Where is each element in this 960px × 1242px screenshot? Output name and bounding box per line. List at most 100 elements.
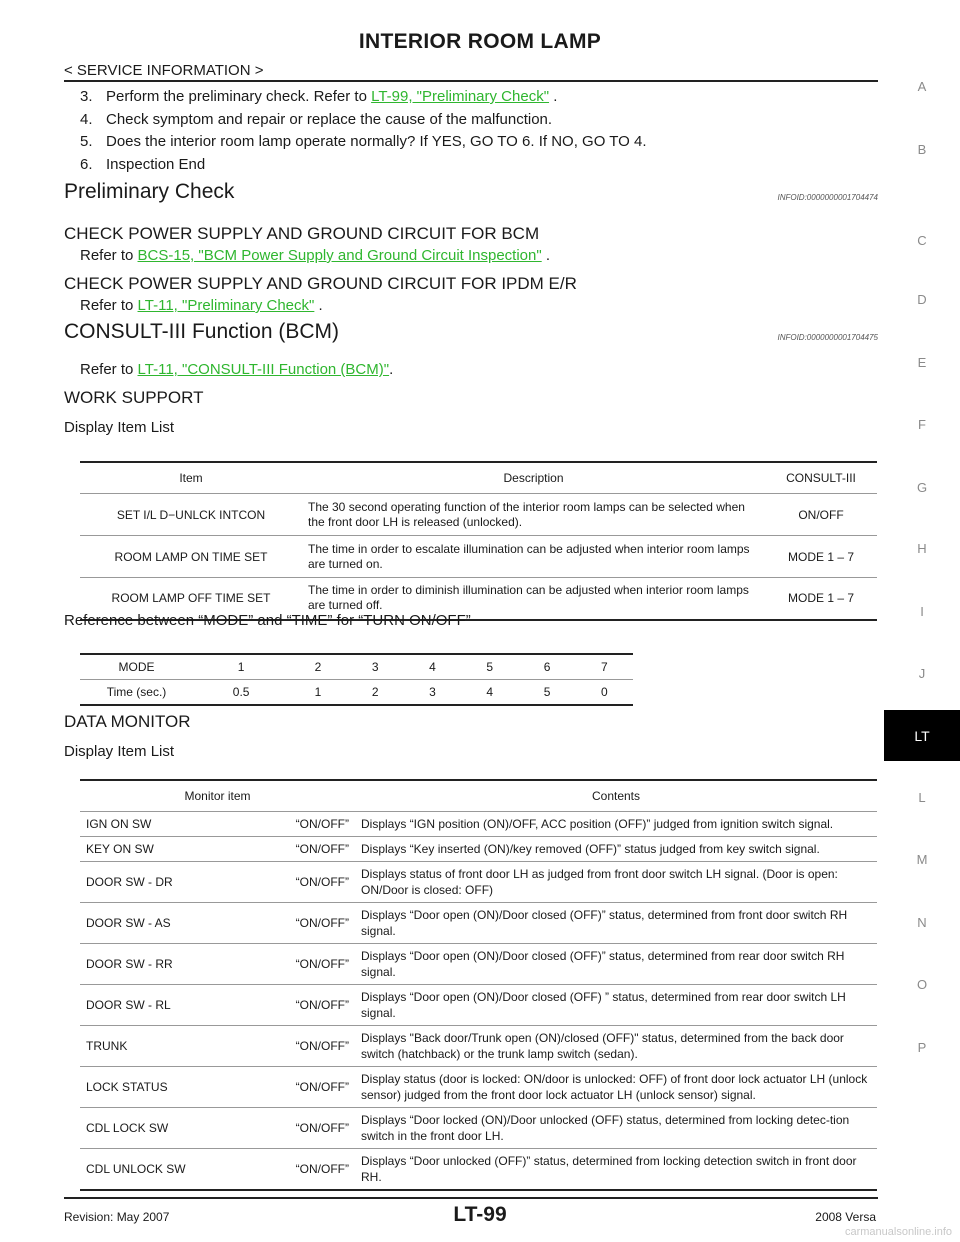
description-cell: The time in order to escalate illuminati… (302, 535, 765, 578)
work-support-list-caption: Display Item List (64, 419, 175, 436)
monitor-item-cell: DOOR SW - AS“ON/OFF” (80, 902, 355, 944)
table-row: SET I/L D−UNLCK INTCON The 30 second ope… (80, 493, 877, 536)
sidebar-index-o[interactable]: O (916, 977, 928, 992)
consult-refer: Refer to LT-11, "CONSULT-III Function (B… (80, 361, 394, 378)
sidebar-index-m[interactable]: M (916, 852, 928, 867)
description-cell: The time in order to diminish illuminati… (302, 577, 765, 620)
consult-cell: MODE 1 – 7 (765, 535, 877, 578)
footer-model: 2008 Versa (815, 1210, 876, 1224)
contents-cell: Displays “Key inserted (ON)/key removed … (355, 836, 877, 862)
footer-rule (64, 1197, 878, 1199)
page-title: INTERIOR ROOM LAMP (358, 30, 602, 53)
time-cell: 2 (346, 679, 404, 705)
step-3: 3.Perform the preliminary check. Refer t… (80, 88, 558, 105)
footer-revision: Revision: May 2007 (64, 1210, 170, 1224)
sidebar-index-a[interactable]: A (917, 79, 927, 94)
link-bcs15[interactable]: BCS-15, "BCM Power Supply and Ground Cir… (137, 247, 542, 264)
time-row: Time (sec.) 0.5 1 2 3 4 5 0 (80, 679, 633, 705)
ipdm-check-heading: CHECK POWER SUPPLY AND GROUND CIRCUIT FO… (64, 274, 577, 293)
sidebar-index-g[interactable]: G (916, 480, 928, 495)
monitor-item-cell: LOCK STATUS“ON/OFF” (80, 1066, 355, 1108)
bcm-check-heading: CHECK POWER SUPPLY AND GROUND CIRCUIT FO… (64, 224, 540, 243)
mode-cell: 5 (486, 660, 494, 674)
table-header-row: Item Description CONSULT-III (80, 462, 877, 494)
sidebar-index-j[interactable]: J (918, 666, 926, 681)
table-row: DOOR SW - RL“ON/OFF” Displays “Door open… (80, 984, 877, 1026)
mode-time-table: MODE 1 2 3 4 5 6 7 Time (sec.) 0.5 1 2 3… (80, 653, 633, 706)
table-row: CDL LOCK SW“ON/OFF” Displays “Door locke… (80, 1107, 877, 1149)
table-row: TRUNK“ON/OFF” Displays "Back door/Trunk … (80, 1025, 877, 1067)
footer-page-number: LT-99 (453, 1203, 507, 1226)
monitor-item-cell: KEY ON SW“ON/OFF” (80, 836, 355, 862)
description-cell: The 30 second operating function of the … (302, 493, 765, 536)
contents-cell: Displays status of front door LH as judg… (355, 861, 877, 903)
column-header-monitor-item: Monitor item (184, 789, 251, 803)
time-cell: 0.5 (193, 679, 290, 705)
time-cell: 3 (403, 679, 462, 705)
sidebar-index-i[interactable]: I (920, 604, 924, 619)
contents-cell: Displays "Back door/Trunk open (ON)/clos… (355, 1025, 877, 1067)
data-monitor-table: Monitor item Contents IGN ON SW“ON/OFF” … (80, 779, 877, 1191)
mode-cell: 1 (237, 660, 245, 674)
column-header-item: Item (179, 471, 203, 485)
sidebar-index-c[interactable]: C (917, 233, 927, 248)
sidebar-index-lt-active[interactable]: LT (884, 710, 960, 761)
mode-cell: 3 (371, 660, 379, 674)
time-cell: 4 (461, 679, 519, 705)
monitor-item-cell: DOOR SW - RL“ON/OFF” (80, 984, 355, 1026)
mode-cell: 7 (601, 660, 608, 674)
work-support-table: Item Description CONSULT-III SET I/L D−U… (80, 461, 877, 621)
link-lt99-preliminary-check[interactable]: LT-99, "Preliminary Check" (371, 88, 550, 105)
contents-cell: Displays “Door locked (ON)/Door unlocked… (355, 1107, 877, 1149)
sidebar-index-p[interactable]: P (917, 1040, 927, 1055)
mode-cell: 6 (543, 660, 551, 674)
table-row: ROOM LAMP ON TIME SET The time in order … (80, 535, 877, 578)
step-6: 6.Inspection End (80, 156, 206, 173)
time-cell: 5 (518, 679, 576, 705)
monitor-item-cell: DOOR SW - RR“ON/OFF” (80, 943, 355, 985)
monitor-item-cell: DOOR SW - DR“ON/OFF” (80, 861, 355, 903)
mode-cell: 2 (314, 660, 322, 674)
monitor-item-cell: IGN ON SW“ON/OFF” (80, 811, 355, 837)
mode-cell: 4 (429, 660, 436, 674)
sidebar-index-e[interactable]: E (917, 355, 927, 370)
consult-cell: MODE 1 – 7 (765, 577, 877, 620)
column-header-description: Description (503, 471, 564, 485)
sidebar-index-l[interactable]: L (918, 790, 926, 805)
table-row: CDL UNLOCK SW“ON/OFF” Displays “Door unl… (80, 1148, 877, 1190)
consult-infoid: INFOID:0000000001704475 (777, 333, 878, 342)
sidebar-index-n[interactable]: N (917, 915, 927, 930)
consult-heading: CONSULT-III Function (BCM) (64, 320, 339, 343)
ipdm-refer: Refer to LT-11, "Preliminary Check" . (80, 297, 323, 314)
table-row: LOCK STATUS“ON/OFF” Display status (door… (80, 1066, 877, 1108)
link-lt11-consult-function[interactable]: LT-11, "CONSULT-III Function (BCM)" (137, 361, 390, 378)
column-header-consult: CONSULT-III (786, 471, 856, 485)
item-cell: ROOM LAMP ON TIME SET (80, 535, 302, 578)
monitor-item-cell: CDL UNLOCK SW“ON/OFF” (80, 1148, 355, 1190)
bcm-refer: Refer to BCS-15, "BCM Power Supply and G… (80, 247, 551, 264)
time-cell: 0 (575, 679, 633, 705)
time-cell: Time (sec.) (80, 679, 193, 705)
sidebar-index-b[interactable]: B (917, 142, 927, 157)
step-4: 4.Check symptom and repair or replace th… (80, 111, 553, 128)
column-header-contents: Contents (591, 789, 641, 803)
step-5: 5.Does the interior room lamp operate no… (80, 133, 647, 150)
data-monitor-heading: DATA MONITOR (64, 712, 191, 731)
table-row: DOOR SW - RR“ON/OFF” Displays “Door open… (80, 943, 877, 985)
consult-cell: ON/OFF (765, 493, 877, 536)
contents-cell: Displays “Door unlocked (OFF)” status, d… (355, 1148, 877, 1190)
contents-cell: Displays “Door open (ON)/Door closed (OF… (355, 943, 877, 985)
sidebar-index-h[interactable]: H (917, 541, 927, 556)
preliminary-check-heading: Preliminary Check (64, 180, 235, 203)
sidebar-index-d[interactable]: D (917, 292, 927, 307)
contents-cell: Displays “Door open (ON)/Door closed (OF… (355, 984, 877, 1026)
preliminary-infoid: INFOID:0000000001704474 (777, 193, 878, 202)
time-cell: 1 (289, 679, 347, 705)
sidebar-index-f[interactable]: F (918, 417, 926, 432)
table-row: DOOR SW - AS“ON/OFF” Displays “Door open… (80, 902, 877, 944)
link-lt11-preliminary-check[interactable]: LT-11, "Preliminary Check" (137, 297, 315, 314)
item-cell: SET I/L D−UNLCK INTCON (80, 493, 302, 536)
table-row: DOOR SW - DR“ON/OFF” Displays status of … (80, 861, 877, 903)
mode-row: MODE 1 2 3 4 5 6 7 (80, 654, 633, 680)
contents-cell: Displays “Door open (ON)/Door closed (OF… (355, 902, 877, 944)
